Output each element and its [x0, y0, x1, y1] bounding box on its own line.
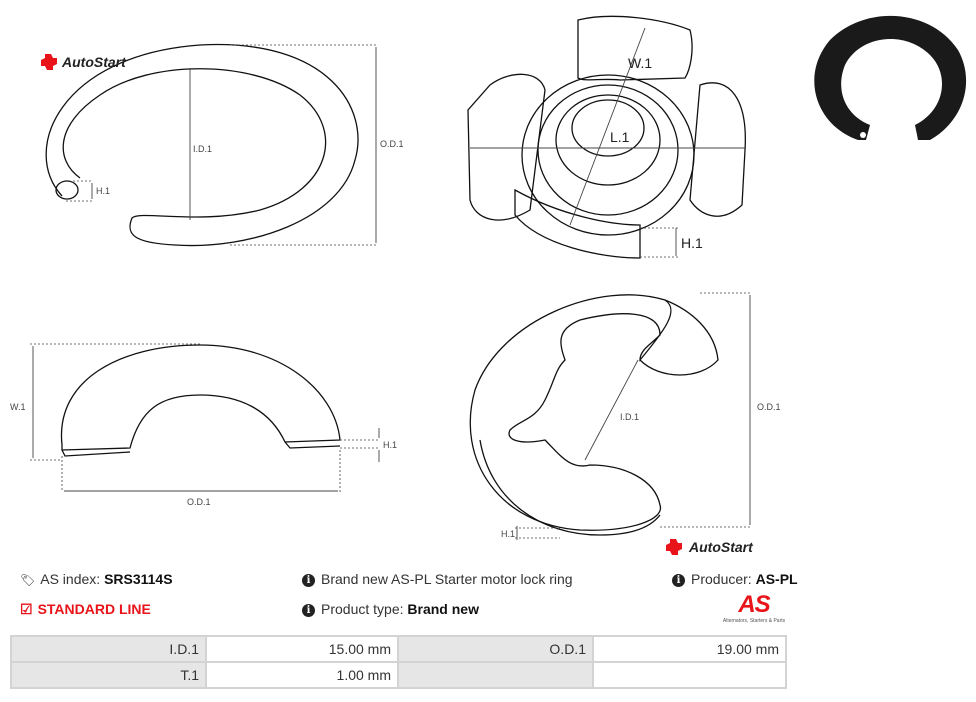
iso-w-label: W.1	[628, 55, 652, 71]
as-pl-tagline: Alternators, Starters & Parts	[722, 618, 786, 624]
as-index: 🏷 AS index: SRS3114S	[20, 571, 173, 587]
info-icon: i	[302, 574, 315, 587]
description: i Brand new AS-PL Starter motor lock ring	[302, 571, 573, 587]
info-icon: i	[672, 574, 685, 587]
specs-table: I.D.1 15.00 mm O.D.1 19.00 mm T.1 1.00 m…	[10, 635, 787, 689]
side-h-label: H.1	[383, 440, 397, 450]
spec-label: T.1	[10, 661, 207, 689]
standard-line-label: STANDARD LINE	[37, 601, 151, 617]
autostart-logo-bottom-text: AutoStart	[688, 539, 754, 555]
iso-l-label: L.1	[610, 129, 630, 145]
as-pl-logo: AS Alternators, Starters & Parts	[714, 591, 794, 625]
side-w-label: W.1	[10, 402, 26, 412]
technical-drawings: I.D.1 O.D.1 H.1 W.1 L.1 H.1 W.1 H.1 O.D.…	[10, 15, 967, 555]
spec-value	[592, 661, 787, 689]
iso-h-label: H.1	[681, 235, 703, 251]
ring-top-h-label: H.1	[96, 186, 110, 196]
spec-value: 19.00 mm	[592, 635, 787, 663]
table-row: T.1 1.00 mm	[10, 661, 787, 689]
producer-label: Producer:	[691, 571, 752, 587]
spec-label: I.D.1	[10, 635, 207, 663]
product-type-value: Brand new	[407, 601, 479, 617]
ring-top-id-label: I.D.1	[193, 144, 212, 154]
spec-value: 15.00 mm	[205, 635, 399, 663]
spec-label	[397, 661, 594, 689]
producer: i Producer: AS-PL	[672, 571, 798, 587]
front-id-label: I.D.1	[620, 412, 639, 422]
tags-icon: 🏷	[20, 573, 36, 587]
ring-top-od-label: O.D.1	[380, 139, 404, 149]
table-row: I.D.1 15.00 mm O.D.1 19.00 mm	[10, 635, 787, 663]
front-od-label: O.D.1	[757, 402, 781, 412]
front-view	[469, 292, 752, 540]
as-pl-logo-mark: AS	[738, 591, 770, 618]
front-h-label: H.1	[501, 529, 515, 539]
side-od-label: O.D.1	[187, 497, 211, 507]
autostart-logo-text: AutoStart	[61, 54, 127, 70]
side-view	[30, 343, 380, 492]
producer-value: AS-PL	[755, 571, 798, 587]
description-text: Brand new AS-PL Starter motor lock ring	[321, 571, 573, 587]
autostart-logo: AutoStart	[41, 54, 127, 70]
product-type: i Product type: Brand new	[302, 601, 479, 617]
iso-view	[467, 15, 746, 259]
spec-value: 1.00 mm	[205, 661, 399, 689]
as-index-label: AS index:	[40, 571, 101, 587]
checkbox-icon: ☑	[20, 601, 33, 617]
info-icon: i	[302, 604, 315, 617]
autostart-logo-bottom: AutoStart	[666, 539, 754, 555]
product-type-label: Product type:	[321, 601, 404, 617]
product-photo	[814, 15, 967, 141]
spec-label: O.D.1	[397, 635, 594, 663]
standard-line-badge: ☑STANDARD LINE	[20, 601, 151, 618]
ring-top-view	[45, 43, 377, 247]
as-index-value: SRS3114S	[104, 571, 173, 587]
